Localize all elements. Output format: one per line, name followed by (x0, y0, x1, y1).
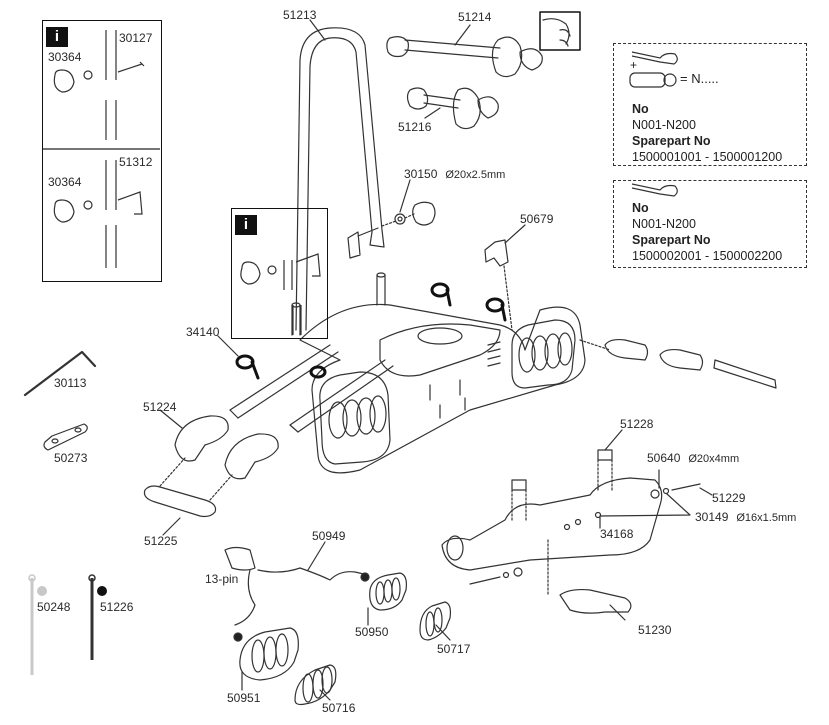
key-box-1-text: No N001-N200 Sparepart No 1500001001 - 1… (632, 101, 782, 165)
label-50950: 50950 (355, 625, 389, 639)
post-right (376, 274, 386, 306)
label-13-pin: 13-pin (205, 572, 239, 586)
leader-51213 (309, 19, 326, 41)
key1-no-range: N001-N200 (632, 118, 696, 132)
label-30150: 30150 Ø20x2.5mm (404, 168, 505, 182)
label-51312: 51312 (119, 155, 153, 169)
base-frame (299, 303, 586, 474)
key1-sparepart-heading: Sparepart No (632, 134, 711, 148)
label-51228: 51228 (620, 417, 654, 431)
label-30150-num: 30150 (404, 167, 438, 181)
label-30149-dim: Ø16x1.5mm (736, 512, 797, 524)
key-box-key-only (613, 180, 807, 268)
knob-30150 (381, 201, 436, 227)
label-50949: 50949 (312, 529, 346, 543)
leader-51214 (454, 24, 471, 46)
leader-51230 (609, 604, 626, 621)
lens-50717 (419, 601, 452, 641)
cable-tie-51226 (88, 574, 107, 660)
label-34140: 34140 (186, 325, 220, 339)
light-50950 (369, 572, 407, 611)
lens-50716 (294, 664, 337, 706)
hitch-assembly (441, 449, 701, 614)
leader-51224 (159, 409, 183, 429)
rails (229, 344, 394, 433)
info-badge-2: i (235, 215, 257, 235)
side-parts-right (579, 338, 777, 389)
key-equals-text: = N..... (680, 71, 719, 86)
leader-30150 (399, 179, 411, 213)
arm-51214 (386, 36, 543, 78)
label-51213: 51213 (283, 8, 317, 22)
detail-inset-art (542, 18, 571, 47)
key2-sparepart-range: 1500002001 - 1500002200 (632, 249, 783, 263)
label-30113: 30113 (54, 376, 87, 390)
key-box-2-text: No N001-N200 Sparepart No 1500002001 - 1… (632, 200, 782, 264)
label-50640-num: 50640 (647, 451, 681, 465)
strap-34140 (235, 282, 507, 380)
leader-34140 (217, 335, 239, 357)
plate-50273 (43, 423, 88, 451)
cable-50949 (224, 546, 370, 642)
key2-no-heading: No (632, 201, 649, 215)
leader-50716 (319, 689, 331, 701)
label-51226: 51226 (100, 600, 134, 614)
label-51224: 51224 (143, 400, 177, 414)
leader-51216 (424, 107, 441, 119)
info-box-knob-options (42, 20, 162, 282)
key-art (629, 51, 678, 197)
frame-51213 (295, 27, 385, 331)
label-51225: 51225 (144, 534, 178, 548)
label-30364-lower: 30364 (48, 175, 82, 189)
key-box-lock-cylinder (613, 43, 807, 166)
leader-30149 (599, 493, 691, 517)
u-pin (347, 227, 379, 259)
wheel-holder-51224 (174, 415, 279, 480)
allen-key-30113 (23, 350, 97, 397)
label-30364-upper: 30364 (48, 50, 82, 64)
label-50640-dim: Ø20x4mm (688, 453, 740, 465)
label-51229: 51229 (712, 491, 746, 505)
post-left (291, 304, 301, 336)
leader-50679 (504, 224, 526, 244)
label-50717: 50717 (437, 642, 471, 656)
label-30149-num: 30149 (695, 510, 729, 524)
key2-sparepart-heading: Sparepart No (632, 233, 711, 247)
detail-inset-box (539, 11, 581, 51)
key-plus-sign: + (630, 58, 638, 72)
leader-50717 (435, 624, 451, 641)
bar-51225 (143, 457, 233, 518)
label-50716: 50716 (322, 701, 356, 715)
cable-tie-50248 (28, 574, 47, 675)
light-50951 (239, 627, 299, 681)
leader-50949 (307, 541, 326, 571)
label-51216: 51216 (398, 120, 432, 134)
label-30149: 30149 Ø16x1.5mm (695, 511, 796, 525)
label-50679: 50679 (520, 212, 554, 226)
label-51214: 51214 (458, 10, 492, 24)
label-51230: 51230 (638, 623, 672, 637)
leader-51229 (699, 487, 713, 496)
label-50640: 50640 Ø20x4mm (647, 452, 739, 466)
label-50273: 50273 (54, 451, 88, 465)
key1-sparepart-range: 1500001001 - 1500001200 (632, 150, 783, 164)
info-badge-1: i (46, 27, 68, 47)
info-box-1-art (42, 30, 160, 268)
bracket-50679 (484, 239, 513, 331)
key2-no-range: N001-N200 (632, 217, 696, 231)
label-50951: 50951 (227, 691, 261, 705)
label-30150-dim: Ø20x2.5mm (445, 169, 506, 181)
label-34168: 34168 (600, 527, 634, 541)
label-30127: 30127 (119, 31, 153, 45)
leader-51225 (162, 517, 181, 536)
arm-51216 (406, 87, 499, 130)
leader-51228 (604, 429, 623, 451)
label-50248: 50248 (37, 600, 71, 614)
info-box-center (231, 208, 328, 339)
key1-no-heading: No (632, 102, 649, 116)
info-box-2-art (240, 253, 321, 335)
